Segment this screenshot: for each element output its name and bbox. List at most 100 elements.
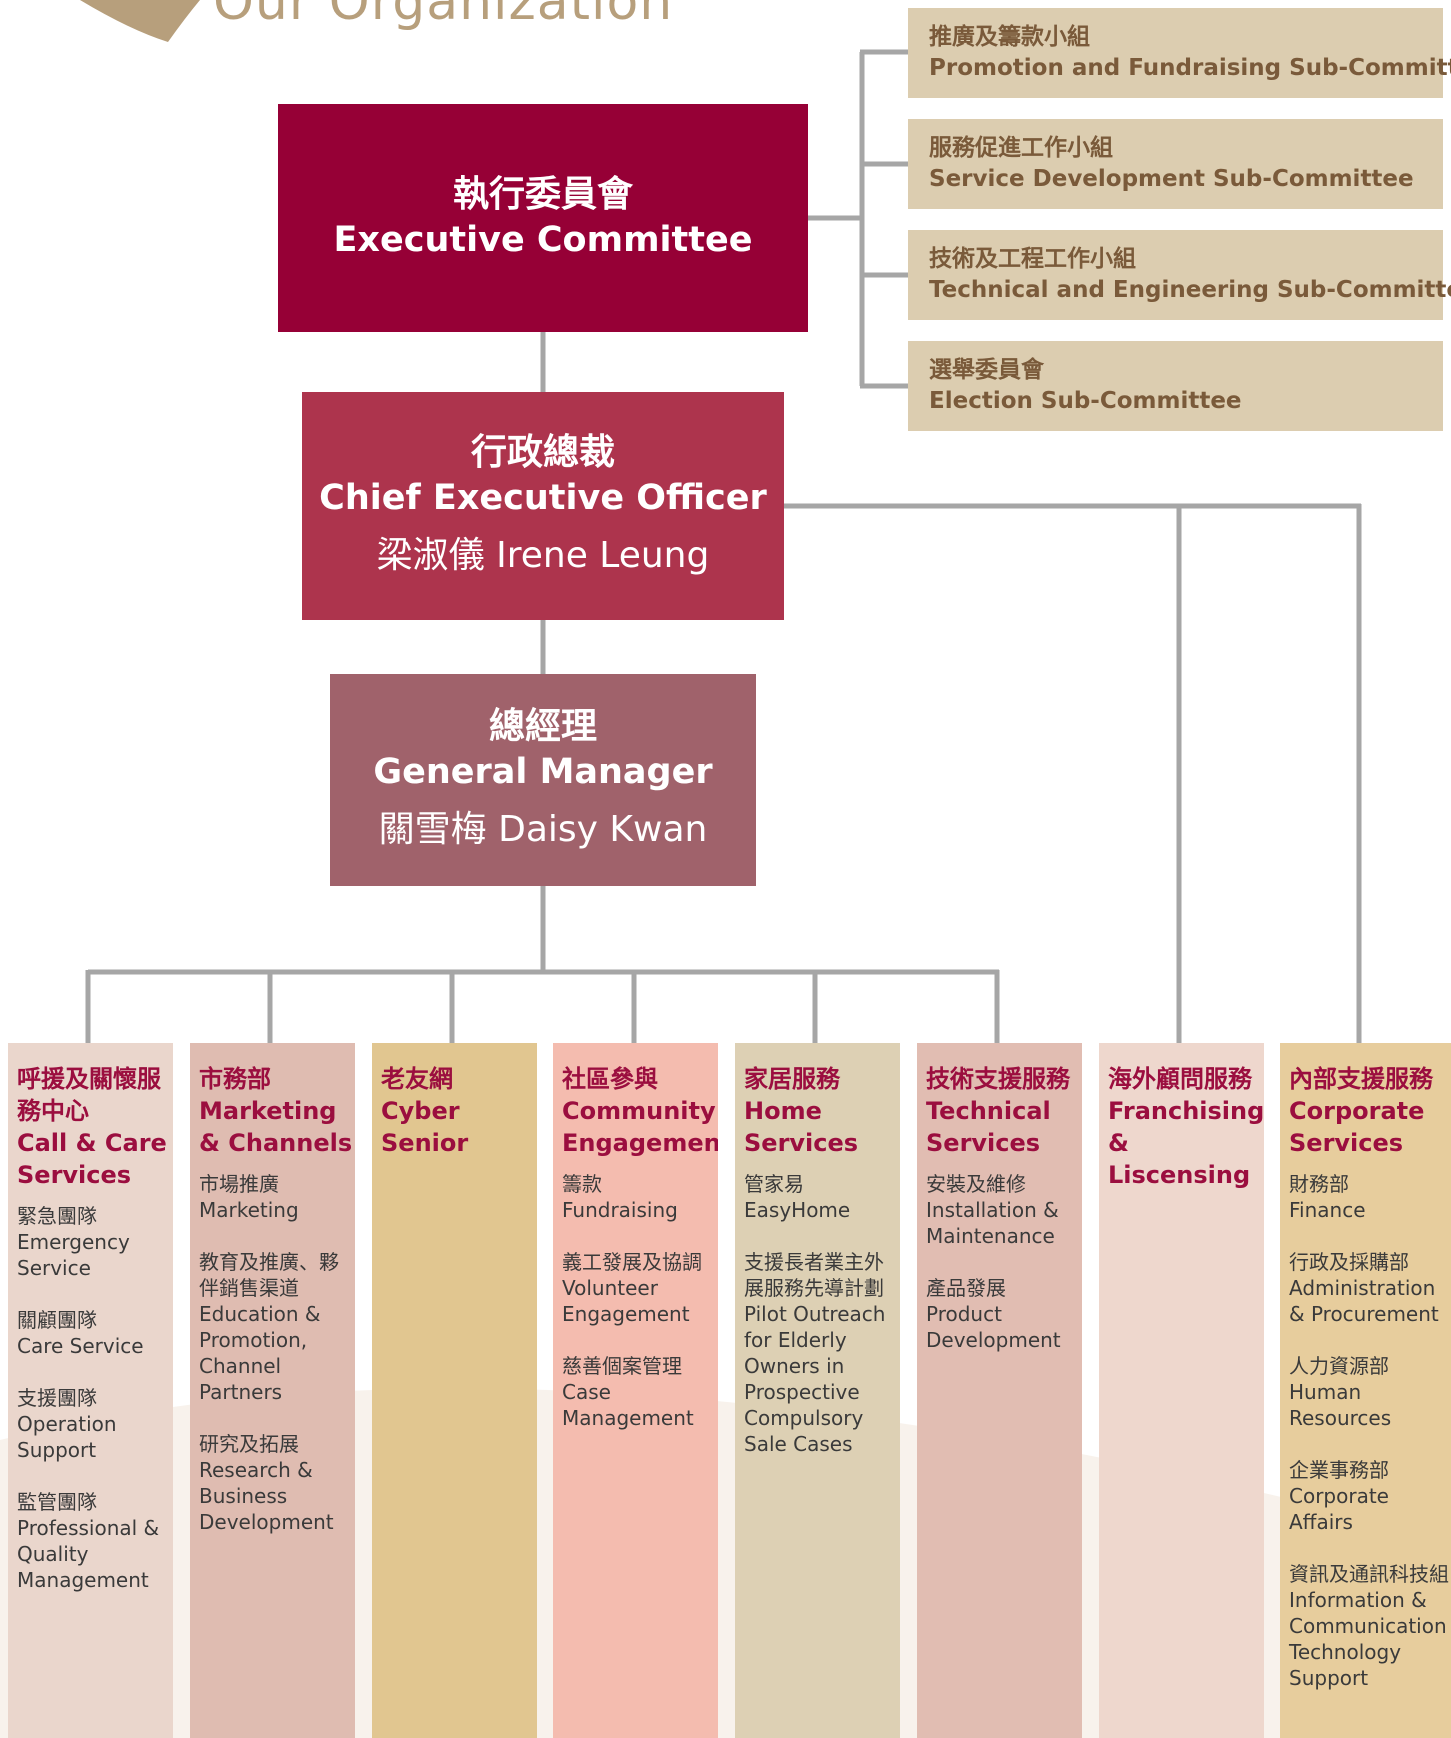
subcommittee-box: 技術及工程工作小組 Technical and Engineering Sub-… bbox=[908, 230, 1451, 320]
department-heading: 內部支援服務 Corporate Services bbox=[1289, 1063, 1451, 1159]
department-name-en: Community Engagement bbox=[562, 1097, 718, 1157]
department-name-zh: 家居服務 bbox=[744, 1065, 840, 1093]
executive-committee-zh: 執行委員會 bbox=[452, 174, 633, 215]
department-heading: 技術支援服務 Technical Services bbox=[926, 1063, 1082, 1159]
unit-name-en: Marketing bbox=[199, 1198, 299, 1222]
unit-name-en: Administration & Procurement bbox=[1289, 1276, 1439, 1326]
department-heading: 社區參與 Community Engagement bbox=[562, 1063, 718, 1159]
general-manager-box: 總經理 General Manager 關雪梅 Daisy Kwan bbox=[330, 674, 756, 886]
unit-name-zh: 慈善個案管理 bbox=[562, 1354, 682, 1378]
department-column: 老友網 Cyber Senior bbox=[372, 1043, 537, 1738]
department-name-en: Corporate Services bbox=[1289, 1097, 1425, 1157]
subcommittee-box: 選舉委員會 Election Sub-Committee bbox=[908, 341, 1443, 431]
department-name-en: Call & Care Services bbox=[17, 1129, 167, 1189]
subcommittee-zh: 選舉委員會 bbox=[929, 357, 1044, 383]
unit-name-en: Professional & Quality Management bbox=[17, 1516, 160, 1592]
gm-title-en: General Manager bbox=[373, 752, 713, 792]
subcommittee-en: Election Sub-Committee bbox=[929, 388, 1242, 414]
unit-name-zh: 緊急團隊 bbox=[17, 1204, 97, 1228]
department-name-zh: 內部支援服務 bbox=[1289, 1065, 1433, 1093]
ceo-title-en: Chief Executive Officer bbox=[319, 478, 767, 518]
ceo-title-zh: 行政總裁 bbox=[470, 432, 615, 473]
department-name-zh: 市務部 bbox=[199, 1065, 271, 1093]
ceo-name: 梁淑儀 Irene Leung bbox=[376, 535, 710, 576]
unit-name-en: Volunteer Engagement bbox=[562, 1276, 690, 1326]
department-name-en: Marketing & Channels bbox=[199, 1097, 353, 1157]
unit-name-en: Human Resources bbox=[1289, 1380, 1392, 1430]
department-name-zh: 技術支援服務 bbox=[926, 1065, 1070, 1093]
unit-name-en: Research & Business Development bbox=[199, 1458, 334, 1534]
subcommittee-zh: 服務促進工作小組 bbox=[929, 135, 1113, 161]
unit-name-zh: 財務部 bbox=[1289, 1172, 1349, 1196]
department-name-en: Franchising & Liscensing bbox=[1108, 1097, 1264, 1189]
unit-name-zh: 管家易 bbox=[744, 1172, 804, 1196]
unit-name-en: Information & Communication Technology S… bbox=[1289, 1588, 1447, 1690]
subcommittee-box: 服務促進工作小組 Service Development Sub-Committ… bbox=[908, 119, 1443, 209]
unit-name-en: EasyHome bbox=[744, 1198, 851, 1222]
department-name-en: Cyber Senior bbox=[381, 1097, 469, 1157]
department-heading: 家居服務 Home Services bbox=[744, 1063, 900, 1159]
department-name-zh: 老友網 bbox=[381, 1065, 453, 1093]
subcommittee-en: Promotion and Fundraising Sub-Committee bbox=[929, 55, 1451, 81]
title-swoosh-decoration bbox=[80, 0, 200, 42]
department-heading: 老友網 Cyber Senior bbox=[381, 1063, 537, 1159]
background-swoosh-decoration bbox=[0, 1388, 1451, 1738]
unit-name-zh: 支援團隊 bbox=[17, 1386, 97, 1410]
unit-name-en: Installation & Maintenance bbox=[926, 1198, 1059, 1248]
gm-title-zh: 總經理 bbox=[488, 706, 597, 747]
subcommittee-zh: 推廣及籌款小組 bbox=[929, 24, 1090, 50]
unit-name-en: Emergency Service bbox=[17, 1230, 130, 1280]
department-heading: 市務部 Marketing & Channels bbox=[199, 1063, 355, 1159]
department-name-zh: 社區參與 bbox=[562, 1065, 658, 1093]
subcommittee-en: Technical and Engineering Sub-Committee bbox=[929, 277, 1451, 303]
unit-name-zh: 研究及拓展 bbox=[199, 1432, 299, 1456]
executive-committee-box: 執行委員會 Executive Committee bbox=[278, 104, 808, 332]
unit-name-zh: 籌款 bbox=[562, 1172, 602, 1196]
unit-name-zh: 行政及採購部 bbox=[1289, 1250, 1409, 1274]
unit-name-en: Product Development bbox=[926, 1302, 1061, 1352]
department-name-zh: 呼援及關懷服務中心 bbox=[17, 1065, 161, 1125]
unit-name-zh: 資訊及通訊科技組 bbox=[1289, 1562, 1449, 1586]
unit-name-zh: 市場推廣 bbox=[199, 1172, 279, 1196]
department-name-en: Home Services bbox=[744, 1097, 859, 1157]
unit-name-zh: 企業事務部 bbox=[1289, 1458, 1389, 1482]
unit-name-en: Pilot Outreach for Elderly Owners in Pro… bbox=[744, 1302, 886, 1456]
unit-name-zh: 關顧團隊 bbox=[17, 1308, 97, 1332]
unit-name-en: Finance bbox=[1289, 1198, 1366, 1222]
unit-name-zh: 產品發展 bbox=[926, 1276, 1006, 1300]
unit-name-zh: 安裝及維修 bbox=[926, 1172, 1026, 1196]
executive-committee-en: Executive Committee bbox=[333, 220, 753, 260]
department-name-en: Technical Services bbox=[926, 1097, 1051, 1157]
unit-name-zh: 支援長者業主外展服務先導計劃 bbox=[744, 1250, 884, 1300]
subcommittee-en: Service Development Sub-Committee bbox=[929, 166, 1414, 192]
